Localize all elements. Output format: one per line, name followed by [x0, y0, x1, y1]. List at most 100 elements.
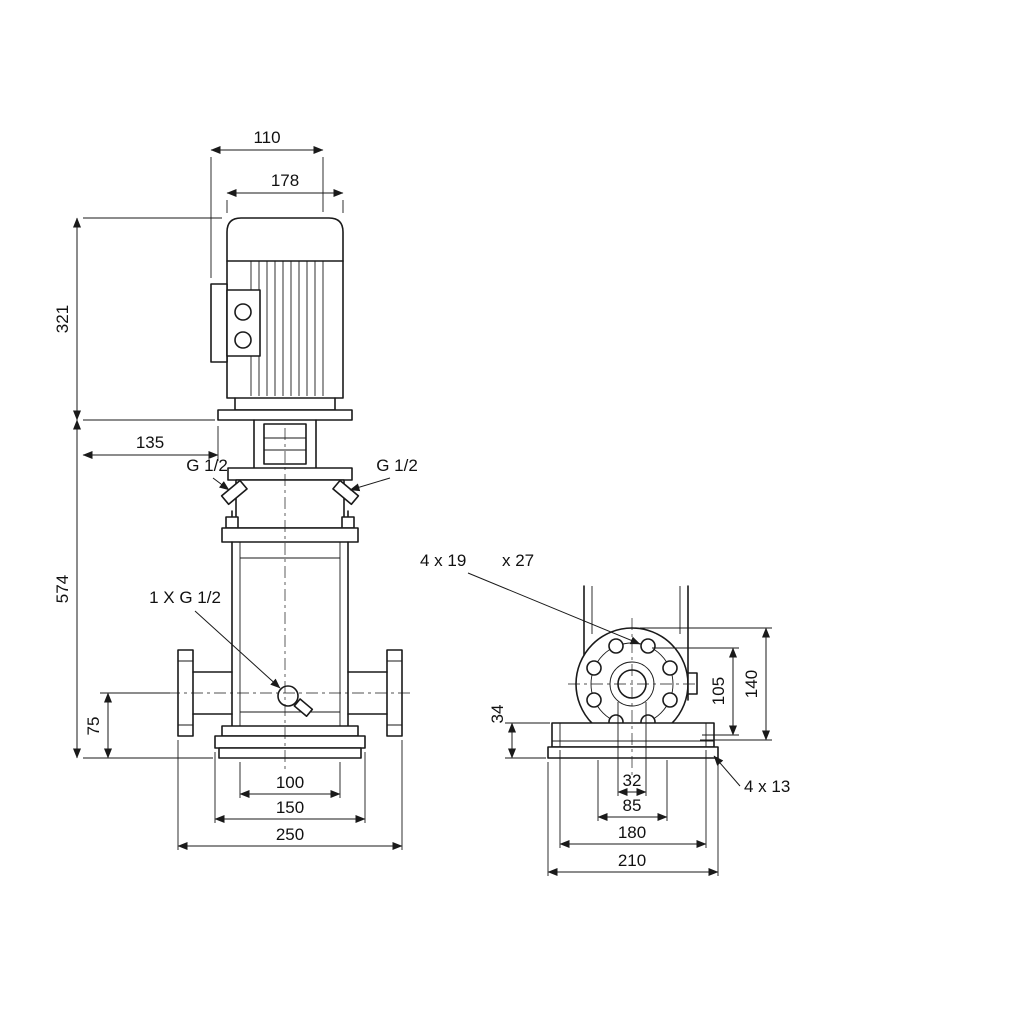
body-inner-lines — [591, 586, 681, 634]
port-left-leader — [212, 477, 230, 491]
dim-250-label: 250 — [276, 825, 304, 844]
bolt-hole — [662, 692, 678, 708]
side-tab — [687, 672, 698, 695]
vent-plug-left — [220, 479, 248, 506]
tie-rod-studs — [231, 510, 349, 518]
dim-178-extensions — [226, 200, 344, 213]
base-holes-label: 4 x 13 — [713, 755, 790, 796]
dim-178: 178 — [226, 171, 344, 213]
dim-210-extensions — [547, 762, 719, 876]
dim-75: 75 — [84, 692, 170, 759]
flange-holes-spotface-label: x 27 — [502, 551, 534, 570]
base-plate-lower — [218, 747, 362, 759]
dim-150-label: 150 — [276, 798, 304, 817]
tie-rod-nut-left — [225, 516, 239, 529]
drain-port — [277, 685, 299, 707]
dim-574-label: 574 — [53, 575, 72, 603]
sleeve-inner — [239, 542, 341, 726]
port-label-right: G 1/2 — [349, 456, 418, 492]
base-plate-upper — [221, 725, 359, 737]
dim-321: 321 — [53, 217, 222, 421]
dim-32: 32 — [617, 702, 647, 796]
front-view: 110 178 321 574 135 75 100 150 250 — [53, 128, 418, 850]
dim-250: 250 — [177, 740, 403, 850]
bolt-hole — [586, 692, 602, 708]
base-holes-count-label: 4 x 13 — [744, 777, 790, 796]
pump-base-front — [214, 725, 366, 759]
dim-34: 34 — [488, 705, 550, 759]
dim-210-label: 210 — [618, 851, 646, 870]
flange-holes-label: 4 x 19 x 27 — [420, 551, 641, 645]
dim-180: 180 — [559, 750, 707, 848]
pump-base-side — [547, 722, 719, 759]
dim-110: 110 — [210, 128, 324, 278]
dim-150-extensions — [214, 752, 366, 823]
pump-head — [220, 467, 360, 529]
flange-holes-count-label: 4 x 19 — [420, 551, 466, 570]
dim-32-extensions — [617, 702, 647, 796]
dim-75-label: 75 — [84, 717, 103, 736]
motor-flange — [234, 397, 336, 411]
dim-32-label: 32 — [623, 771, 642, 790]
drain-port-label: 1 X G 1/2 — [149, 588, 221, 607]
bolt-hole — [608, 638, 624, 654]
flange-right-bolt-lines — [387, 660, 402, 726]
base-holes-leader — [713, 755, 741, 787]
stool-plate — [217, 409, 353, 421]
bolt-hole — [640, 638, 656, 654]
dim-178-label: 178 — [271, 171, 299, 190]
pipe-right — [347, 671, 388, 715]
dim-140: 140 — [640, 627, 772, 741]
dim-85-label: 85 — [623, 796, 642, 815]
dim-250-extensions — [177, 740, 403, 850]
cable-entry-hole-top — [234, 303, 252, 321]
dim-105: 105 — [652, 647, 739, 736]
base-plate-mid — [214, 735, 366, 749]
dim-180-label: 180 — [618, 823, 646, 842]
flange-left-bolt-lines — [178, 660, 193, 726]
dim-140-extensions — [640, 627, 772, 741]
dim-85-extensions — [597, 760, 668, 821]
port-right-leader — [349, 477, 391, 492]
base-foot-side — [547, 746, 719, 759]
vent-plug-right — [332, 479, 360, 506]
dim-180-extensions — [559, 750, 707, 848]
dim-135-label: 135 — [136, 433, 164, 452]
motor — [210, 217, 344, 399]
dim-100-label: 100 — [276, 773, 304, 792]
dim-135: 135 — [82, 426, 219, 461]
drain-plug — [277, 685, 314, 718]
sleeve-outer — [231, 541, 349, 727]
port-left-label: G 1/2 — [186, 456, 228, 475]
side-view: 4 x 19 x 27 105 140 34 32 85 180 210 4 x — [420, 551, 790, 876]
dim-150: 150 — [214, 752, 366, 823]
dim-110-extensions — [210, 157, 324, 278]
cable-entry-hole-bottom — [234, 331, 252, 349]
flange-holes-leader — [467, 572, 641, 645]
dim-34-label: 34 — [488, 705, 507, 724]
pipe-left — [192, 671, 233, 715]
head-top-plate — [227, 467, 353, 481]
dim-321-label: 321 — [53, 305, 72, 333]
dim-140-label: 140 — [742, 670, 761, 698]
dim-321-extensions — [83, 217, 222, 421]
port-label-left: G 1/2 — [186, 456, 230, 491]
dim-210: 210 — [547, 762, 719, 876]
drain-leader — [194, 610, 281, 689]
drain-label: 1 X G 1/2 — [149, 588, 281, 689]
base-block-side — [551, 722, 715, 748]
dim-100: 100 — [239, 762, 341, 798]
drain-spout — [293, 698, 314, 718]
suction-discharge-flanges — [177, 649, 403, 737]
dim-85: 85 — [597, 760, 668, 821]
bolt-hole — [662, 660, 678, 676]
tie-rod-nut-right — [341, 516, 355, 529]
stool-sides — [253, 419, 317, 469]
stack-top-flange — [221, 527, 359, 543]
port-right-label: G 1/2 — [376, 456, 418, 475]
bolt-hole — [586, 660, 602, 676]
dim-105-label: 105 — [709, 677, 728, 705]
chamber-stack — [221, 510, 359, 727]
